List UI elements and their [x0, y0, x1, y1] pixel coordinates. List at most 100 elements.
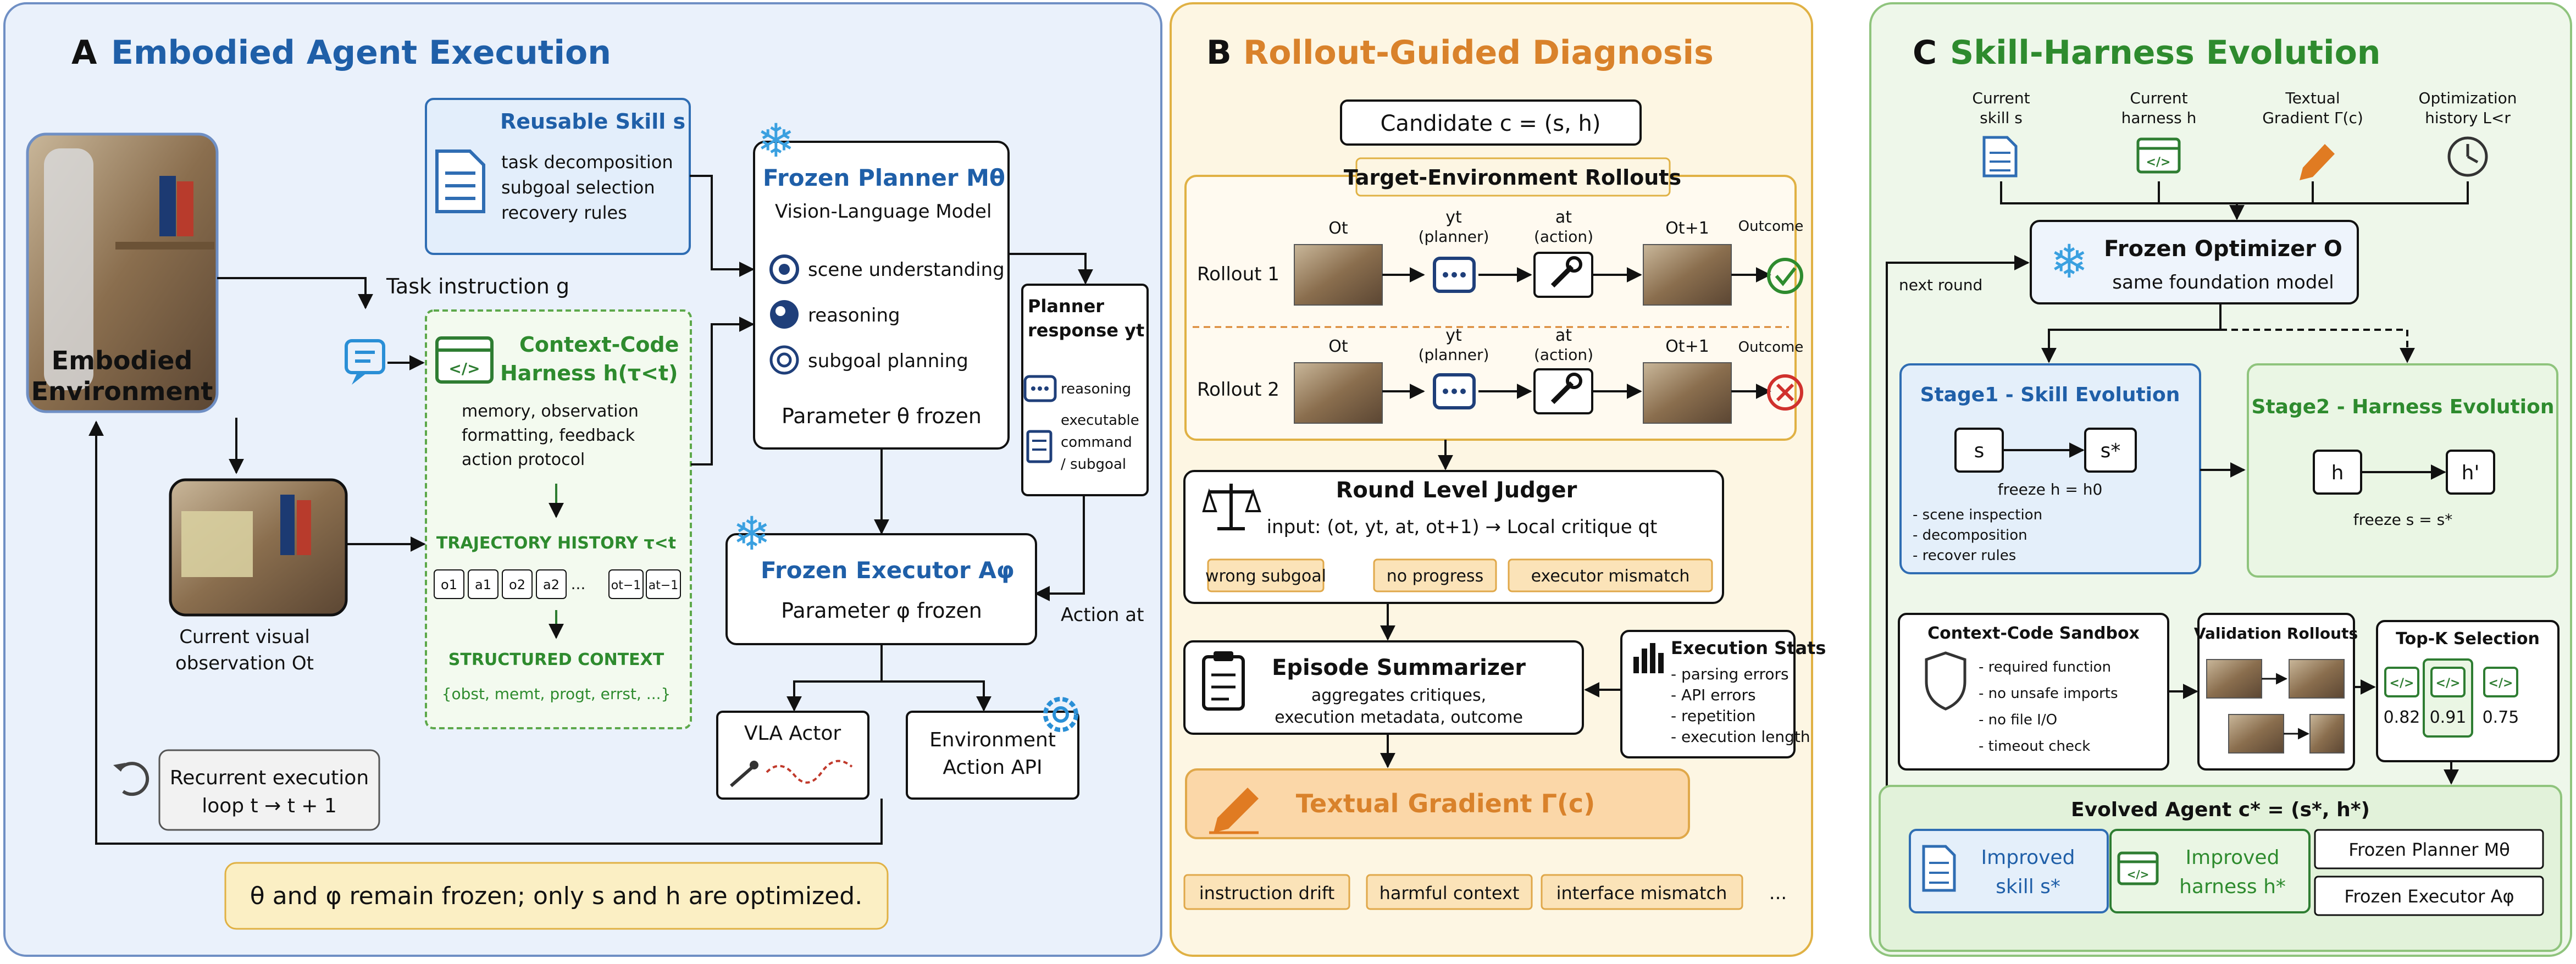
topk-score: 0.75 — [2483, 708, 2519, 727]
topk-score: 0.91 — [2430, 708, 2467, 727]
harness-desc: formatting, feedback — [462, 426, 635, 445]
input-label-line2: Gradient Γ(c) — [2262, 109, 2363, 127]
failure-tag — [1541, 874, 1743, 910]
target-icon — [769, 345, 799, 375]
trajectory-token: a2 — [543, 577, 559, 592]
planner-title: Frozen Planner Mθ — [763, 164, 1005, 191]
evolved-title: Evolved Agent c* = (s*, h*) — [2071, 799, 2370, 821]
judger-tag-label: wrong subgoal — [1205, 567, 1326, 586]
col-header-outcome: Outcome — [1738, 218, 1804, 235]
executor-param: Parameter φ frozen — [781, 599, 982, 623]
bar-chart-icon — [1633, 643, 1664, 673]
planner-item: subgoal planning — [808, 350, 968, 372]
response-title-line1: Planner — [1028, 296, 1104, 317]
col-header-ot1: Ot+1 — [1665, 337, 1709, 356]
vla-actor-box: VLA Actor — [716, 711, 869, 800]
summarizer-desc: execution metadata, outcome — [1275, 708, 1523, 727]
candidate-label: Candidate c = (s, h) — [1381, 111, 1601, 136]
trajectory-token: ot−1 — [611, 579, 641, 592]
optimizer-title: Frozen Optimizer O — [2104, 236, 2342, 262]
wrench-icon — [1533, 368, 1593, 414]
env-api-line2: Action API — [943, 756, 1042, 779]
trajectory-token: o1 — [441, 577, 457, 592]
summarizer-desc: aggregates critiques, — [1311, 686, 1486, 705]
env-action-api-box: Environment Action API — [906, 697, 1079, 800]
input-label-line2: harness h — [2121, 109, 2197, 127]
col-header-yt: yt — [1445, 326, 1462, 345]
panel-c-title: Skill-Harness Evolution — [1950, 34, 2381, 72]
shield-icon — [1925, 651, 1966, 711]
failure-tag-label: instruction drift — [1199, 883, 1335, 904]
code-icon: </> — [435, 336, 494, 384]
validation-title: Validation Rollouts — [2194, 624, 2358, 642]
brain-icon — [770, 300, 799, 329]
frozen-planner-box: ❄ Frozen Planner Mθ Vision-Language Mode… — [753, 114, 1010, 450]
chat-icon — [345, 339, 385, 385]
response-item: reasoning — [1061, 381, 1131, 397]
improved-harness-card — [2109, 829, 2311, 913]
col-header-ot: Ot — [1328, 337, 1348, 356]
col-header-at-sub: (action) — [1534, 228, 1593, 246]
planner-item: reasoning — [808, 304, 900, 326]
next-observation-thumbnail — [1643, 362, 1732, 424]
dots-icon — [1023, 375, 1057, 402]
stats-item: - repetition — [1671, 707, 1756, 725]
input-label-line1: Optimization — [2418, 89, 2517, 107]
planner-subtitle: Vision-Language Model — [775, 201, 991, 223]
stage1-to: s* — [2101, 440, 2121, 462]
col-header-yt-sub: (planner) — [1419, 228, 1489, 246]
validation-thumbnail — [2309, 714, 2345, 754]
stage2-from: h — [2331, 462, 2344, 484]
reusable-skill-box: Reusable Skill s task decomposition subg… — [425, 98, 691, 255]
round-level-judger-box: Round Level Judger input: (ot, yt, at, o… — [1183, 470, 1724, 604]
stats-item: - execution length — [1671, 728, 1810, 746]
svg-text:</>: </> — [2127, 868, 2150, 881]
optimizer-subtitle: same foundation model — [2112, 272, 2334, 293]
panel-a-letter: A — [71, 34, 97, 72]
input-label-line1: Textual — [2285, 89, 2340, 107]
sandbox-title: Context-Code Sandbox — [1927, 624, 2140, 643]
stage2-to: h' — [2462, 462, 2480, 484]
judger-tag-label: executor mismatch — [1531, 567, 1690, 586]
current-obs-line1: Current visual — [179, 626, 310, 648]
gear-icon — [1043, 697, 1078, 732]
clock-icon — [2447, 136, 2488, 177]
frozen-planner-card — [2314, 829, 2544, 869]
cross-icon — [1767, 374, 1803, 411]
response-item: / subgoal — [1061, 456, 1126, 473]
optimizer-input-gradient: Textual Gradient Γ(c) — [2262, 89, 2363, 180]
validation-thumbnail — [2206, 659, 2262, 699]
trajectory-tokens: o1 a1 o2 a2 ... ot−1 at−1 — [434, 569, 681, 599]
rollout-row-1: Rollout 1 Ot yt (planner) at (action) Ot… — [1197, 208, 1804, 306]
improved-skill-card — [1909, 829, 2109, 913]
evolved-agent-box: Evolved Agent c* = (s*, h*) Improved ski… — [1879, 785, 2562, 952]
candidate-box — [1340, 99, 1642, 146]
environment-label-line2: Environment — [31, 376, 213, 406]
sandbox-item: - no file I/O — [1979, 712, 2057, 728]
trajectory-token: a1 — [475, 577, 491, 592]
failure-tag-label: harmful context — [1380, 883, 1520, 904]
stage1-item: - decomposition — [1913, 527, 2027, 544]
svg-text:</>: </> — [2146, 156, 2171, 169]
stage2-box: Stage2 - Harness Evolution h h' freeze s… — [2247, 363, 2558, 578]
next-round-label: next round — [1899, 276, 1982, 294]
footer-note: θ and φ remain frozen; only s and h are … — [250, 882, 862, 910]
panel-b: B Rollout-Guided Diagnosis Candidate c =… — [1170, 2, 1826, 957]
observation-thumbnail — [1294, 244, 1383, 306]
panel-b-letter: B — [1206, 34, 1232, 72]
skill-item: task decomposition — [501, 152, 673, 173]
robot-arm-icon — [730, 760, 853, 788]
improved-harness-line1: Improved — [2186, 846, 2280, 869]
rollouts-title: Target-Environment Rollouts — [1344, 165, 1681, 190]
judger-tag-label: no progress — [1387, 567, 1483, 586]
stats-title: Execution Stats — [1671, 638, 1826, 658]
svg-text:</>: </> — [2436, 677, 2461, 690]
snowflake-icon: ❄ — [2050, 235, 2089, 289]
skill-item: subgoal selection — [501, 177, 655, 198]
improved-skill-line1: Improved — [1981, 846, 2075, 869]
stats-item: - API errors — [1671, 686, 1756, 704]
footer-note-box — [224, 862, 889, 930]
sandbox-item: - required function — [1979, 659, 2111, 675]
trajectory-token: at−1 — [649, 579, 679, 592]
